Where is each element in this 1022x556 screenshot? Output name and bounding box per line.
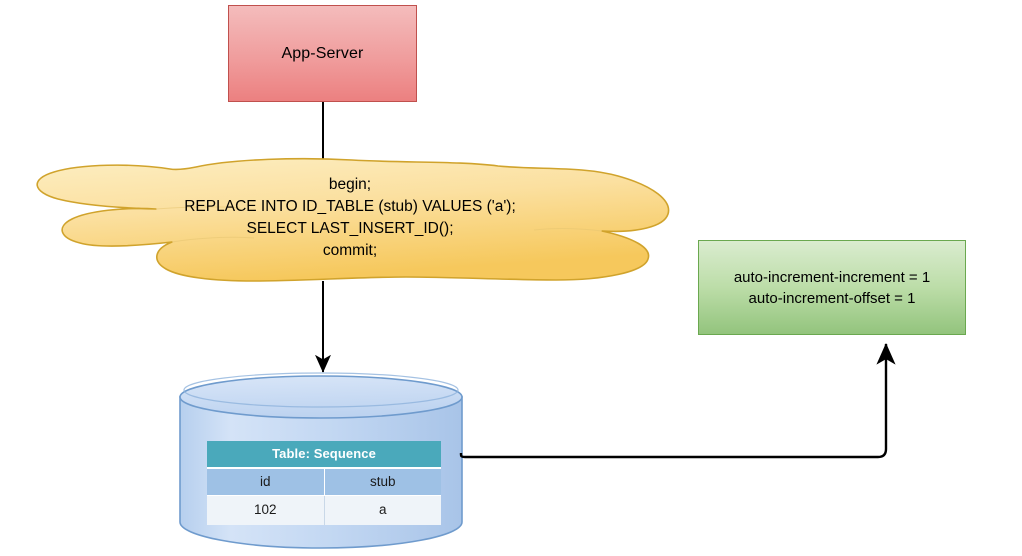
cell-id-value: 102 bbox=[207, 495, 325, 525]
table-row: 102 a bbox=[207, 495, 441, 525]
column-header-stub: stub bbox=[324, 468, 441, 496]
config-line-offset: auto-increment-offset = 1 bbox=[748, 289, 916, 307]
app-server-label: App-Server bbox=[281, 44, 364, 62]
config-line-increment: auto-increment-increment = 1 bbox=[733, 268, 931, 286]
table-title: Table: Sequence bbox=[207, 441, 441, 469]
table-header-row: id stub bbox=[207, 468, 441, 496]
column-header-id: id bbox=[207, 468, 325, 496]
node-app-server[interactable]: App-Server bbox=[228, 5, 417, 102]
sql-cloud-shape bbox=[36, 157, 670, 282]
cell-stub-value: a bbox=[324, 495, 441, 525]
connector-database-to-config bbox=[459, 343, 896, 459]
node-config-settings[interactable]: auto-increment-increment = 1 auto-increm… bbox=[698, 240, 966, 335]
sequence-table: Table: Sequence id stub 102 a bbox=[207, 441, 441, 525]
table-title-row: Table: Sequence bbox=[207, 441, 441, 469]
